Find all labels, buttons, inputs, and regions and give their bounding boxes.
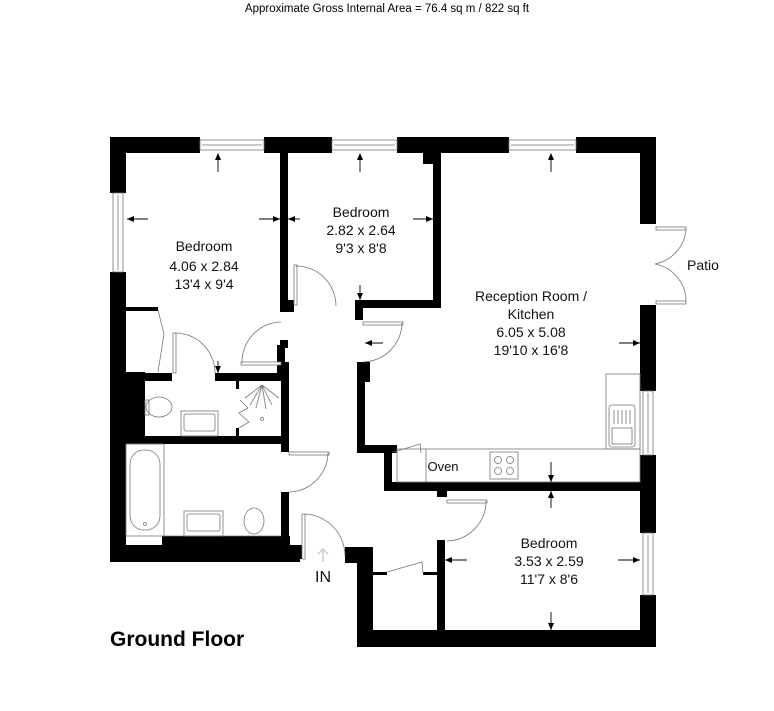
room-bedroom-3: Bedroom 3.53 x 2.59 11'7 x 8'6 bbox=[514, 535, 583, 587]
room-name-line2: Kitchen bbox=[508, 306, 555, 322]
walls bbox=[110, 137, 656, 647]
windows bbox=[112, 139, 654, 596]
room-size-metric: 2.82 x 2.64 bbox=[326, 222, 395, 238]
room-size-metric: 3.53 x 2.59 bbox=[514, 553, 583, 569]
fixtures bbox=[125, 373, 641, 562]
oven-label: Oven bbox=[427, 459, 458, 474]
room-size-imperial: 9'3 x 8'8 bbox=[335, 240, 386, 256]
floor-title: Ground Floor bbox=[110, 628, 245, 651]
gross-internal-area: Approximate Gross Internal Area = 76.4 s… bbox=[244, 3, 530, 15]
room-bedroom-1: Bedroom 4.06 x 2.84 13'4 x 9'4 bbox=[169, 238, 238, 292]
room-name: Bedroom bbox=[521, 535, 578, 551]
room-size-metric: 6.05 x 5.08 bbox=[496, 324, 565, 340]
entrance-label: IN bbox=[315, 569, 331, 586]
room-size-imperial: 19'10 x 16'8 bbox=[494, 342, 569, 358]
room-reception-kitchen: Reception Room / Kitchen 6.05 x 5.08 19'… bbox=[475, 288, 587, 358]
room-size-imperial: 13'4 x 9'4 bbox=[174, 276, 233, 292]
dimension-arrows bbox=[127, 153, 640, 630]
room-name: Bedroom bbox=[333, 204, 390, 220]
room-size-metric: 4.06 x 2.84 bbox=[169, 258, 238, 274]
room-name: Bedroom bbox=[176, 238, 233, 254]
room-size-imperial: 11'7 x 8'6 bbox=[520, 571, 578, 587]
room-name-line1: Reception Room / bbox=[475, 288, 587, 304]
patio-label: Patio bbox=[687, 257, 719, 273]
room-bedroom-2: Bedroom 2.82 x 2.64 9'3 x 8'8 bbox=[326, 204, 395, 256]
doors bbox=[157, 226, 687, 574]
